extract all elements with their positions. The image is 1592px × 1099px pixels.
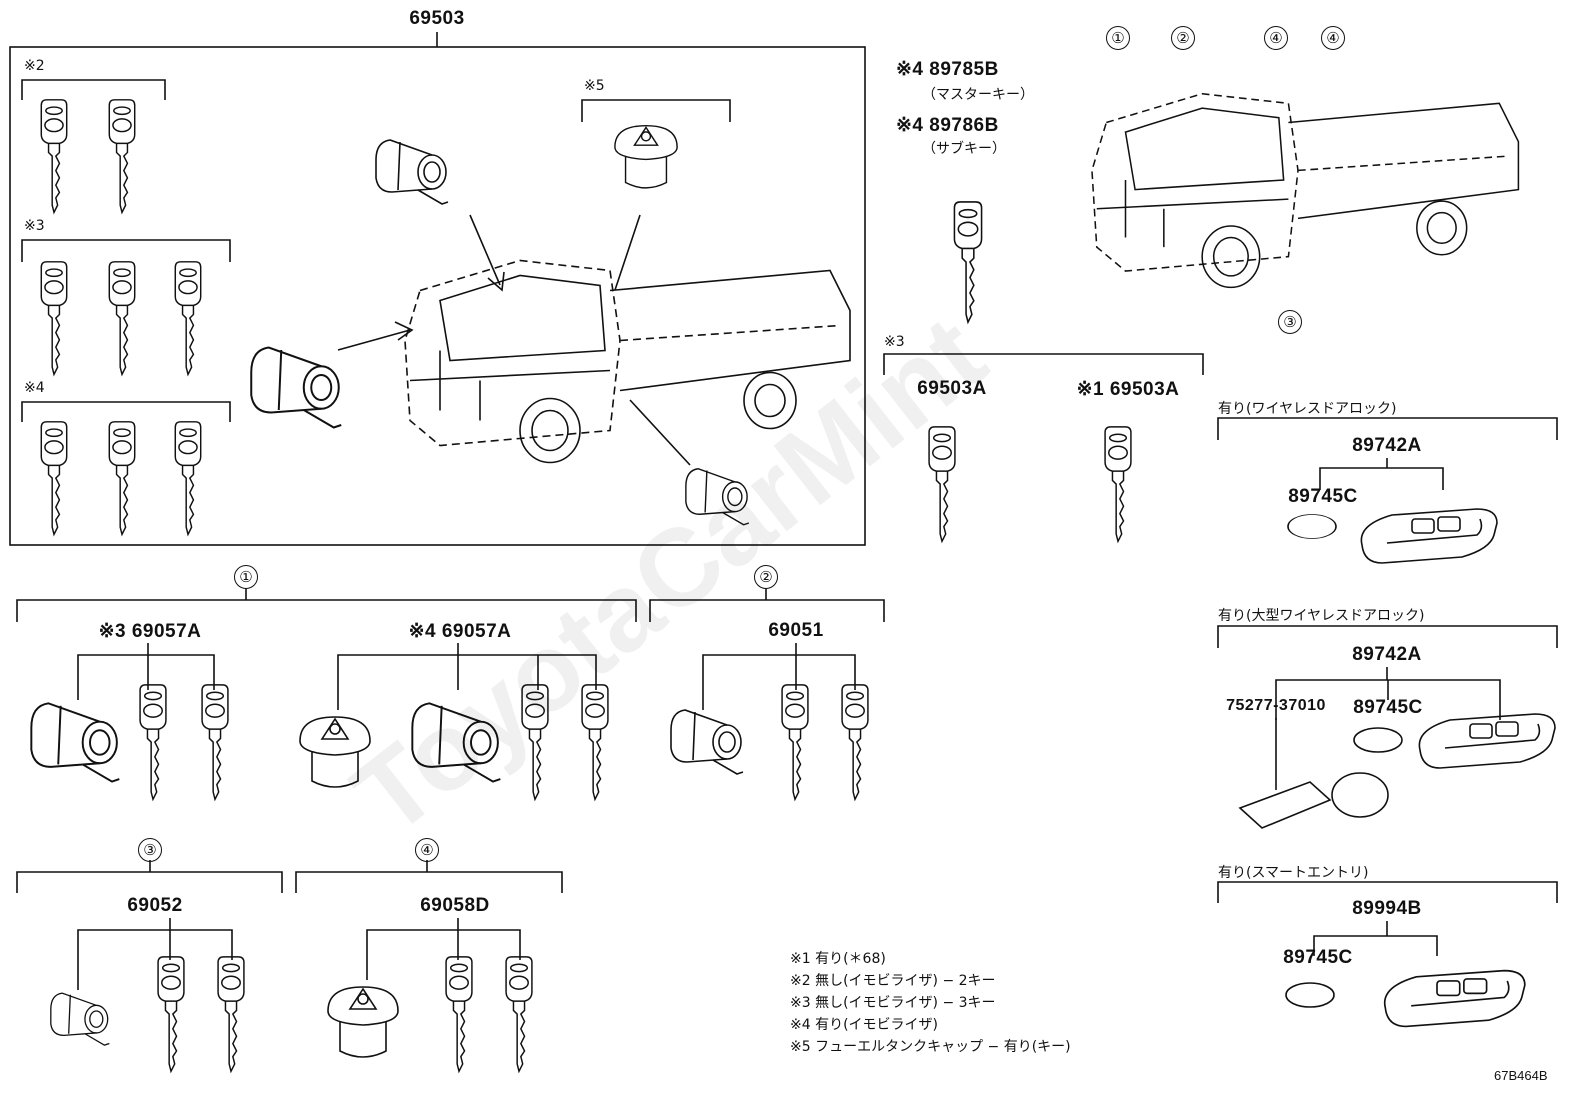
key-icon <box>841 683 869 801</box>
note-1: ※1 有り(＊68) <box>790 951 886 967</box>
wireless-battery: 89745C <box>1288 486 1358 507</box>
large-wireless-plate: 75277-37010 <box>1226 697 1326 714</box>
key-icon <box>953 201 983 324</box>
key-icon <box>157 955 185 1073</box>
sub-key-name: （サブキー） <box>922 141 1006 157</box>
callout-1: ① <box>1106 26 1130 50</box>
arrow <box>337 321 414 351</box>
section-2-callout: ② <box>754 565 778 589</box>
large-wireless-title: 有り(大型ワイヤレスドアロック) <box>1218 608 1425 624</box>
set3-part: 69052 <box>127 895 183 916</box>
diagram-id: 67B464B <box>1494 1068 1548 1083</box>
arrow <box>629 399 691 466</box>
key-icon <box>40 261 68 376</box>
note-4: ※4 有り(イモビライザ) <box>790 1017 939 1033</box>
section-4-callout: ④ <box>415 838 439 862</box>
note-3: ※3 無し(イモビライザ) − 3キー <box>790 995 996 1011</box>
key-icon <box>217 955 245 1073</box>
bracket-keyset <box>883 353 1204 375</box>
key-icon <box>108 99 136 214</box>
sub-key-part: ※4 89786B <box>896 115 999 136</box>
remote-key-icon <box>1418 713 1556 769</box>
key-icon <box>139 683 167 801</box>
smart-title: 有り(スマートエントリ) <box>1218 865 1369 881</box>
key-icon <box>174 421 202 536</box>
group-label-g5: ※5 <box>584 78 605 94</box>
key-icon <box>781 683 809 801</box>
smart-part: 89994B <box>1352 898 1422 919</box>
bracket-g3 <box>21 239 231 262</box>
bracket-set2 <box>649 588 885 622</box>
large-wireless-part: 89742A <box>1352 644 1422 665</box>
lock-cylinder-icon <box>375 139 449 205</box>
bracket-smart <box>1217 881 1558 903</box>
large-wireless-battery: 89745C <box>1353 697 1423 718</box>
set1b-part: ※4 69057A <box>408 621 512 642</box>
wireless-part: 89742A <box>1352 435 1422 456</box>
group-label-g4: ※4 <box>24 380 45 396</box>
remote-key-icon <box>1383 969 1526 1028</box>
callout-4b: ④ <box>1321 26 1345 50</box>
smart-battery: 89745C <box>1283 947 1353 968</box>
arrow <box>469 214 505 292</box>
key-ring-icon <box>1331 772 1389 818</box>
main-part-number: 69503 <box>409 8 465 29</box>
lock-cylinder-icon <box>50 992 111 1046</box>
group-label-g3: ※3 <box>24 218 45 234</box>
key-icon <box>201 683 229 801</box>
truck-illustration <box>1091 92 1520 289</box>
section-1-callout: ① <box>234 565 258 589</box>
callout-3: ③ <box>1278 310 1302 334</box>
fuel-cap-icon <box>614 124 678 189</box>
keyset-right-part: ※1 69503A <box>1076 379 1180 400</box>
lock-cylinder-icon <box>670 709 744 775</box>
set1a-part: ※3 69057A <box>98 621 202 642</box>
lock-cylinder-icon <box>250 346 343 429</box>
note-5: ※5 フューエルタンクキャップ − 有り(キー) <box>790 1039 1071 1055</box>
arrow <box>614 214 641 291</box>
master-key-name: （マスターキー） <box>922 87 1034 103</box>
key-icon <box>108 421 136 536</box>
bracket-large-wireless <box>1217 625 1558 648</box>
bracket-g2 <box>21 79 166 100</box>
set4-part: 69058D <box>420 895 490 916</box>
key-icon <box>445 955 473 1073</box>
section-3-callout: ③ <box>138 838 162 862</box>
keyset-left-part: 69503A <box>917 378 987 399</box>
key-plate-icon <box>1238 718 1332 829</box>
battery-icon <box>1285 982 1335 1008</box>
note-2: ※2 無し(イモビライザ) − 2キー <box>790 973 996 989</box>
wireless-title: 有り(ワイヤレスドアロック) <box>1218 401 1397 417</box>
remote-key-icon <box>1360 507 1499 565</box>
key-icon <box>40 421 68 536</box>
key-icon <box>1104 425 1132 543</box>
bracket-wireless <box>1217 417 1558 440</box>
bracket-set1 <box>16 588 637 622</box>
callout-4: ④ <box>1264 26 1288 50</box>
keyset-group-label: ※3 <box>884 334 905 350</box>
bracket-g5 <box>581 99 731 122</box>
bracket-g4 <box>21 401 231 422</box>
bracket-set3 <box>16 860 283 893</box>
fuel-cap-icon <box>327 986 399 1058</box>
key-icon <box>108 261 136 376</box>
callout-2: ② <box>1171 26 1195 50</box>
key-icon <box>505 955 533 1073</box>
group-label-g2: ※2 <box>24 58 45 74</box>
key-icon <box>174 261 202 376</box>
lock-cylinder-icon <box>30 702 121 783</box>
battery-icon <box>1287 514 1337 539</box>
master-key-part: ※4 89785B <box>896 59 999 80</box>
key-icon <box>40 99 68 214</box>
bracket-set4 <box>295 860 563 893</box>
set2-part: 69051 <box>768 620 824 641</box>
battery-icon <box>1353 727 1403 753</box>
